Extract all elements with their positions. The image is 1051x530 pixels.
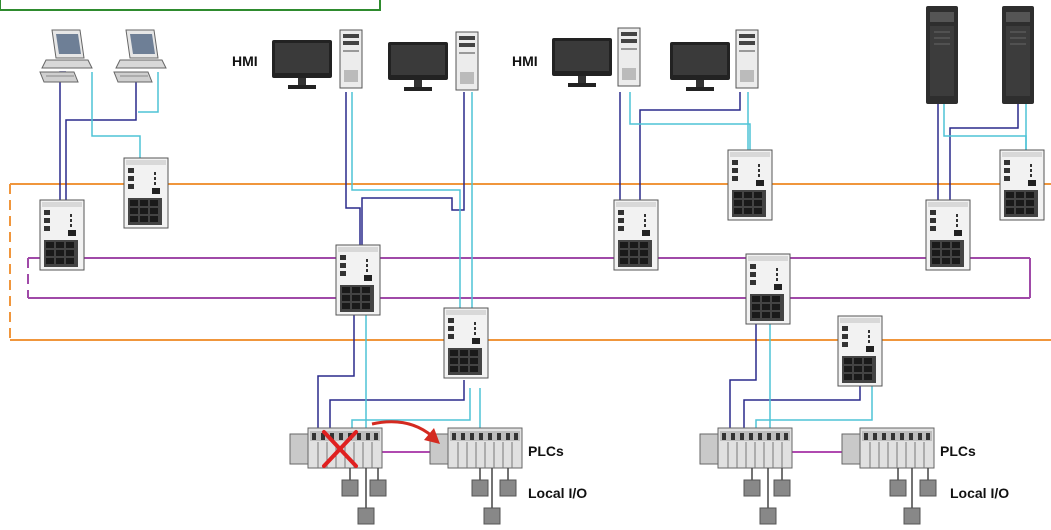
failover-arrow-icon: [371, 420, 440, 444]
io-module-icon: [499, 479, 517, 497]
io-module-icon: [759, 507, 777, 525]
workstation-icon: [39, 29, 93, 83]
purple-ring-dashed: [27, 258, 340, 299]
plcs-label: PLCs: [528, 443, 564, 459]
switch-icon: [745, 253, 791, 325]
plc-icon: [289, 427, 383, 469]
io-lines: [349, 468, 929, 508]
header-bar-fragment: [0, 0, 381, 11]
io-module-icon: [357, 507, 375, 525]
plc-icon: [699, 427, 793, 469]
io-module-icon: [369, 479, 387, 497]
monitor-icon: [552, 38, 612, 87]
server-icon: [925, 5, 959, 105]
switch-icon: [613, 199, 659, 271]
switch-icon: [925, 199, 971, 271]
tower-pc-icon: [735, 29, 759, 89]
io-module-icon: [903, 507, 921, 525]
switch-icon: [999, 149, 1045, 221]
switch-icon: [837, 315, 883, 387]
plc-icon: [429, 427, 523, 469]
io-module-icon: [471, 479, 489, 497]
server-icon: [1001, 5, 1035, 105]
io-module-icon: [773, 479, 791, 497]
plcs-label: PLCs: [940, 443, 976, 459]
local-io-label: Local I/O: [528, 485, 587, 501]
switch-icon: [335, 244, 381, 316]
switch-icon: [39, 199, 85, 271]
plc-icon: [841, 427, 935, 469]
monitor-icon: [388, 42, 448, 91]
io-module-icon: [919, 479, 937, 497]
local-io-label: Local I/O: [950, 485, 1009, 501]
cyan-links: [91, 72, 1027, 428]
tower-pc-icon: [455, 31, 479, 91]
switch-icon: [123, 157, 169, 229]
io-module-icon: [743, 479, 761, 497]
navy-links: [59, 71, 1019, 428]
hmi-label: HMI: [232, 53, 258, 69]
tower-pc-icon: [339, 29, 363, 89]
purple-ring: [28, 257, 1031, 299]
io-module-icon: [483, 507, 501, 525]
switch-icon: [443, 307, 489, 379]
monitor-icon: [670, 42, 730, 91]
hmi-label: HMI: [512, 53, 538, 69]
io-module-icon: [341, 479, 359, 497]
tower-pc-icon: [617, 27, 641, 87]
failure-x-icon: [322, 430, 358, 468]
switch-icon: [727, 149, 773, 221]
monitor-icon: [272, 40, 332, 89]
io-module-icon: [889, 479, 907, 497]
